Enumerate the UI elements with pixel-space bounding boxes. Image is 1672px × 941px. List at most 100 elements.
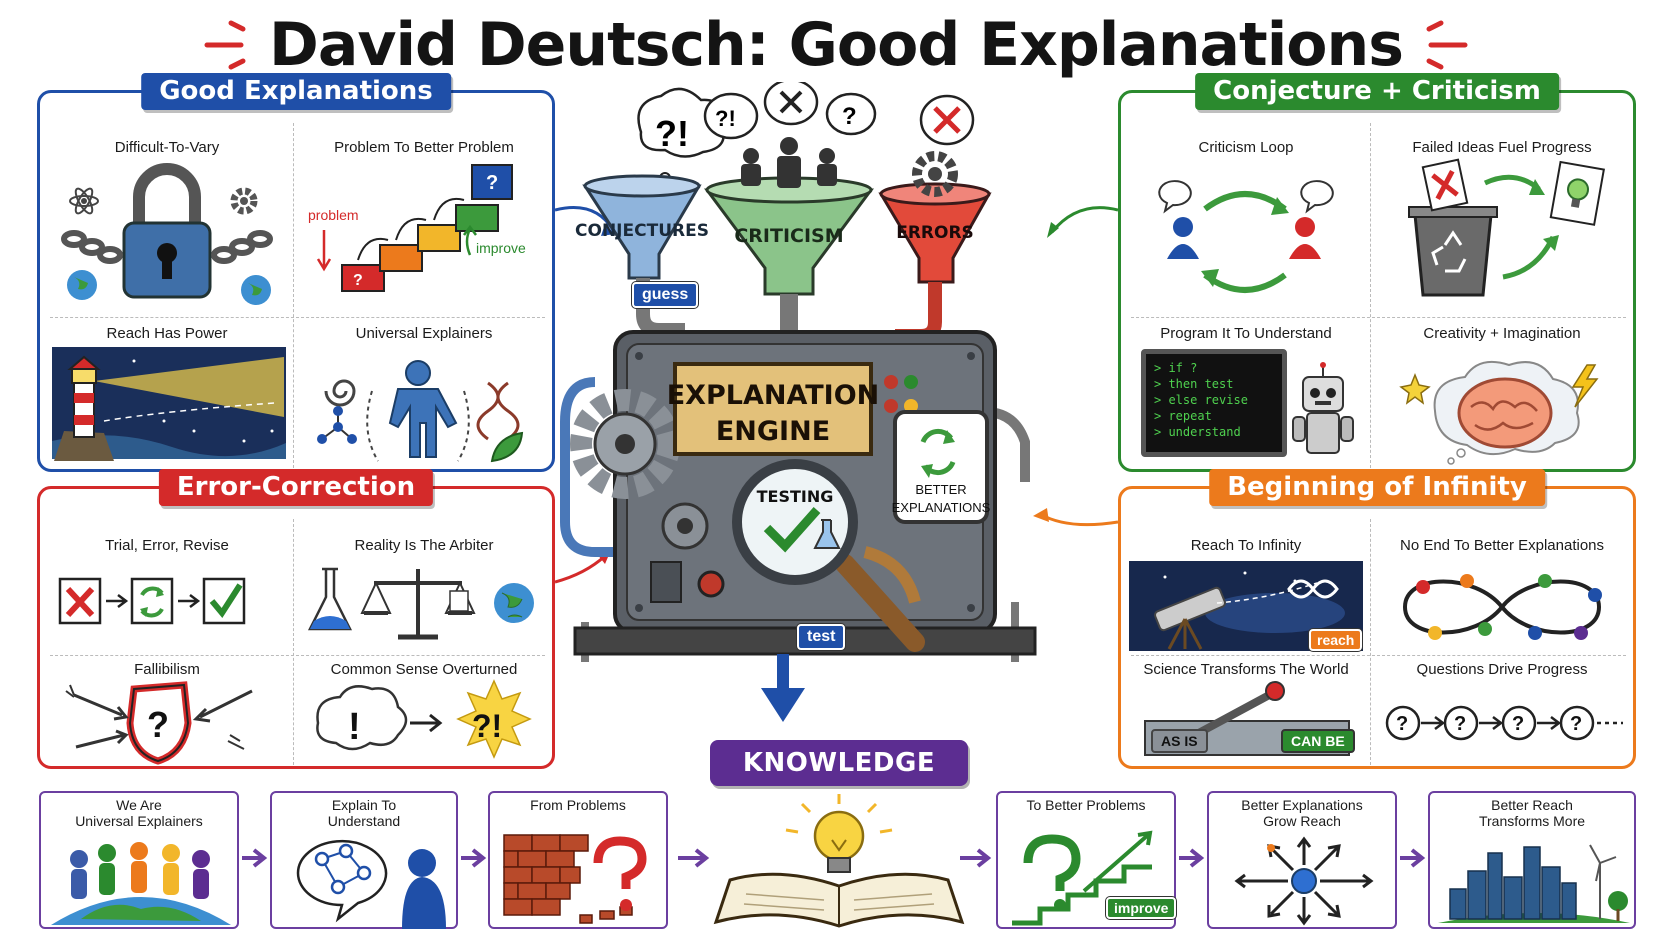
trial-error-revise-icon (58, 577, 246, 625)
question-mark: ? (1396, 713, 1408, 735)
panel-title-beginning-of-infinity: Beginning of Infinity (1209, 469, 1545, 506)
flow-label-line1: From Problems (530, 797, 626, 813)
panel-error-correction: Error-Correction Trial, Error, Revise Re… (37, 469, 555, 769)
lighthouse-icon (52, 347, 286, 461)
code-line: > if ? (1154, 361, 1198, 375)
problem-question-mark: ? (353, 272, 363, 289)
cell-label: Problem To Better Problem (334, 139, 514, 156)
cell-criticism-loop: Criticism Loop (1125, 135, 1367, 315)
cell-label: Trial, Error, Revise (105, 537, 229, 554)
improve-tag: improve (1106, 897, 1177, 919)
title-deco-left-icon (201, 15, 247, 75)
explanation-engine-diagram: ?! ?! ? CONJECTURES CRITICISM ERRORS EXP… (555, 82, 1118, 722)
flow-arrow-icon (1398, 846, 1428, 874)
panel-title-good-explanations: Good Explanations (141, 73, 451, 110)
better-explanations-box (893, 410, 989, 524)
question-mark: ? (1454, 713, 1466, 735)
cell-label: Creativity + Imagination (1423, 325, 1581, 342)
code-line: > repeat (1154, 409, 1212, 423)
infinity-loop-icon (1402, 574, 1602, 640)
arrow-from-beginning-of-infinity (1039, 512, 1118, 527)
cell-label: Fallibilism (134, 661, 200, 678)
flow-label-line1: Better Explanations (1241, 797, 1363, 813)
reach-tag: reach (1309, 629, 1363, 651)
code-line: > understand (1154, 425, 1241, 439)
fallibilism-question-mark: ? (147, 704, 169, 745)
panel-conjecture-criticism: Conjecture + Criticism Criticism Loop Fa… (1118, 73, 1636, 472)
flow-from-problems: From Problems (488, 791, 668, 929)
cell-common-sense-overturned: Common Sense Overturned ! ?! (298, 661, 550, 767)
cell-reality-is-the-arbiter: Reality Is The Arbiter (298, 533, 550, 653)
explain-diagram-icon (296, 839, 446, 929)
cell-label: Reach Has Power (106, 325, 228, 342)
robot-icon (1292, 362, 1354, 454)
flow-arrow-icon (459, 846, 489, 874)
problem-label: problem (308, 207, 359, 223)
criticism-loop-icon (1158, 180, 1334, 293)
arrow-from-conjecture-criticism (1050, 206, 1118, 233)
cell-creativity-imagination: Creativity + Imagination (1375, 321, 1629, 469)
cell-questions-drive-progress: Questions Drive Progress ? ? ? ? (1375, 661, 1629, 767)
human-explainer-icon (317, 360, 524, 463)
cell-problem-to-better-problem: Problem To Better Problem ? ? problem im… (298, 135, 550, 315)
people-on-globe-icon (51, 842, 231, 925)
engine-nameplate (673, 362, 873, 456)
funnel-label-criticism: CRITICISM (734, 225, 843, 247)
flow-label-line1: To Better Problems (1026, 797, 1146, 813)
city-skyline-icon (1438, 844, 1630, 923)
thought-bubble-icon: ! ?! (316, 679, 532, 759)
can-be-label: CAN BE (1281, 729, 1355, 753)
panel-beginning-of-infinity: Beginning of Infinity Reach To Infinity … (1118, 469, 1636, 769)
cell-difficult-to-vary: Difficult-To-Vary (44, 135, 290, 315)
question-mark: ? (1570, 713, 1582, 735)
as-is-label: AS IS (1151, 729, 1208, 753)
cell-label: Reality Is The Arbiter (354, 537, 494, 554)
flow-arrow-icon (1177, 846, 1207, 874)
bubble-interrobang: ?! (655, 113, 689, 154)
better-explanations-line1: BETTER (915, 482, 966, 497)
cell-label: Questions Drive Progress (1416, 661, 1588, 678)
panel-good-explanations: Good Explanations Difficult-To-Vary Prob… (37, 73, 555, 472)
cell-label: Reach To Infinity (1190, 537, 1302, 554)
flow-label-line2: Transforms More (1478, 813, 1586, 829)
flow-arrow-icon (240, 846, 270, 874)
question-chain-icon: ? ? ? ? (1385, 705, 1623, 741)
interrobang: ?! (472, 708, 502, 744)
cell-universal-explainers: Universal Explainers (298, 321, 550, 469)
flow-label-line1: We Are (116, 797, 162, 813)
testing-magnifier-icon (732, 459, 858, 585)
cell-no-end-to-better-explanations: No End To Better Explanations (1375, 533, 1629, 653)
cell-trial-error-revise: Trial, Error, Revise (44, 533, 290, 653)
cell-label: Universal Explainers (355, 325, 493, 342)
cell-label: Common Sense Overturned (330, 661, 518, 678)
flow-arrow-icon (676, 846, 712, 874)
padlock-icon (61, 163, 273, 305)
exclaim-mark: ! (348, 706, 361, 748)
code-terminal: > if ? > then test > else revise > repea… (1141, 349, 1287, 457)
improve-label: improve (476, 240, 526, 256)
cell-label: Difficult-To-Vary (114, 139, 220, 156)
panel-title-conjecture-criticism: Conjecture + Criticism (1195, 73, 1559, 110)
question-mark: ? (1512, 713, 1524, 735)
code-line: > then test (1154, 377, 1234, 391)
cell-label: Failed Ideas Fuel Progress (1412, 139, 1592, 156)
flow-label-line2: Universal Explainers (75, 813, 203, 829)
title-bar: David Deutsch: Good Explanations (0, 4, 1672, 86)
open-book-lightbulb-icon (713, 794, 965, 928)
better-explanations-line2: EXPLANATIONS (892, 500, 991, 515)
flow-label-line1: Explain To (331, 797, 397, 813)
guess-tag: guess (632, 282, 699, 308)
staircase-icon: ? ? problem improve (308, 164, 526, 292)
engine-label-line2: ENGINE (716, 416, 830, 447)
cell-science-transforms-the-world: Science Transforms The World AS IS CAN B… (1125, 661, 1367, 767)
funnel-label-conjectures: CONJECTURES (575, 221, 709, 241)
gear-icon (912, 151, 958, 197)
brain-icon (1399, 361, 1599, 465)
panel-title-error-correction: Error-Correction (158, 469, 434, 506)
test-tag: test (797, 624, 846, 650)
title-deco-right-icon (1425, 15, 1471, 75)
cell-failed-ideas-fuel-progress: Failed Ideas Fuel Progress (1375, 135, 1629, 315)
